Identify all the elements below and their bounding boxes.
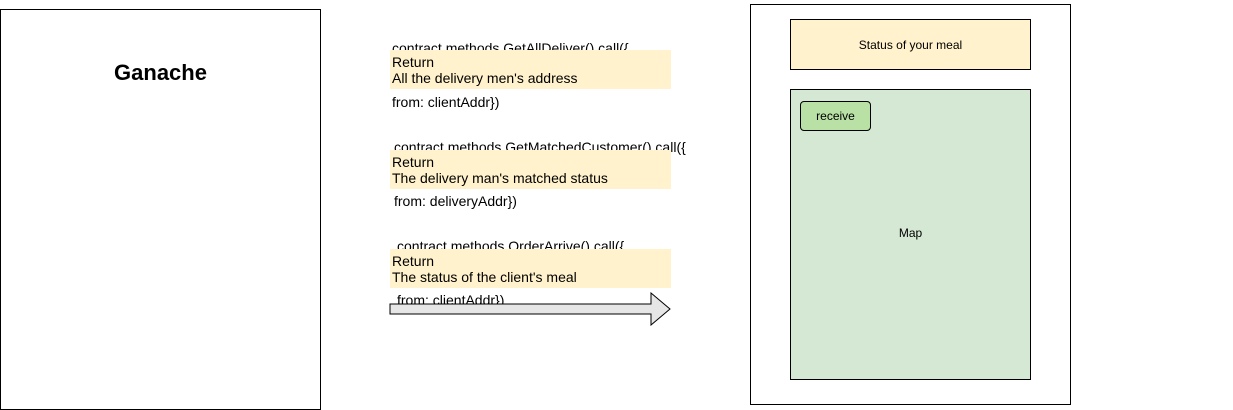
return-label: Return — [392, 253, 435, 269]
return-value: All the delivery men's address — [392, 70, 578, 86]
return-box-1: Return All the delivery men's address — [390, 50, 671, 89]
return-label: Return — [392, 54, 435, 70]
flow-arrow-icon — [389, 292, 671, 326]
return-box-2: Return The delivery man's matched status — [390, 150, 671, 189]
map-label: Map — [898, 226, 923, 240]
ganache-title: Ganache — [114, 60, 207, 85]
return-value: The delivery man's matched status — [392, 170, 608, 186]
map-area — [790, 89, 1031, 380]
call-line-2: from: deliveryAddr}) — [394, 193, 517, 209]
return-box-3: Return The status of the client's meal — [390, 249, 671, 288]
receive-button[interactable]: receive — [800, 101, 871, 131]
return-label: Return — [392, 154, 435, 170]
call-line-2: from: clientAddr}) — [392, 94, 500, 110]
arrow-shape — [389, 292, 671, 326]
meal-status-box: Status of your meal — [790, 19, 1031, 70]
ganache-box — [0, 9, 321, 410]
return-value: The status of the client's meal — [392, 269, 577, 285]
